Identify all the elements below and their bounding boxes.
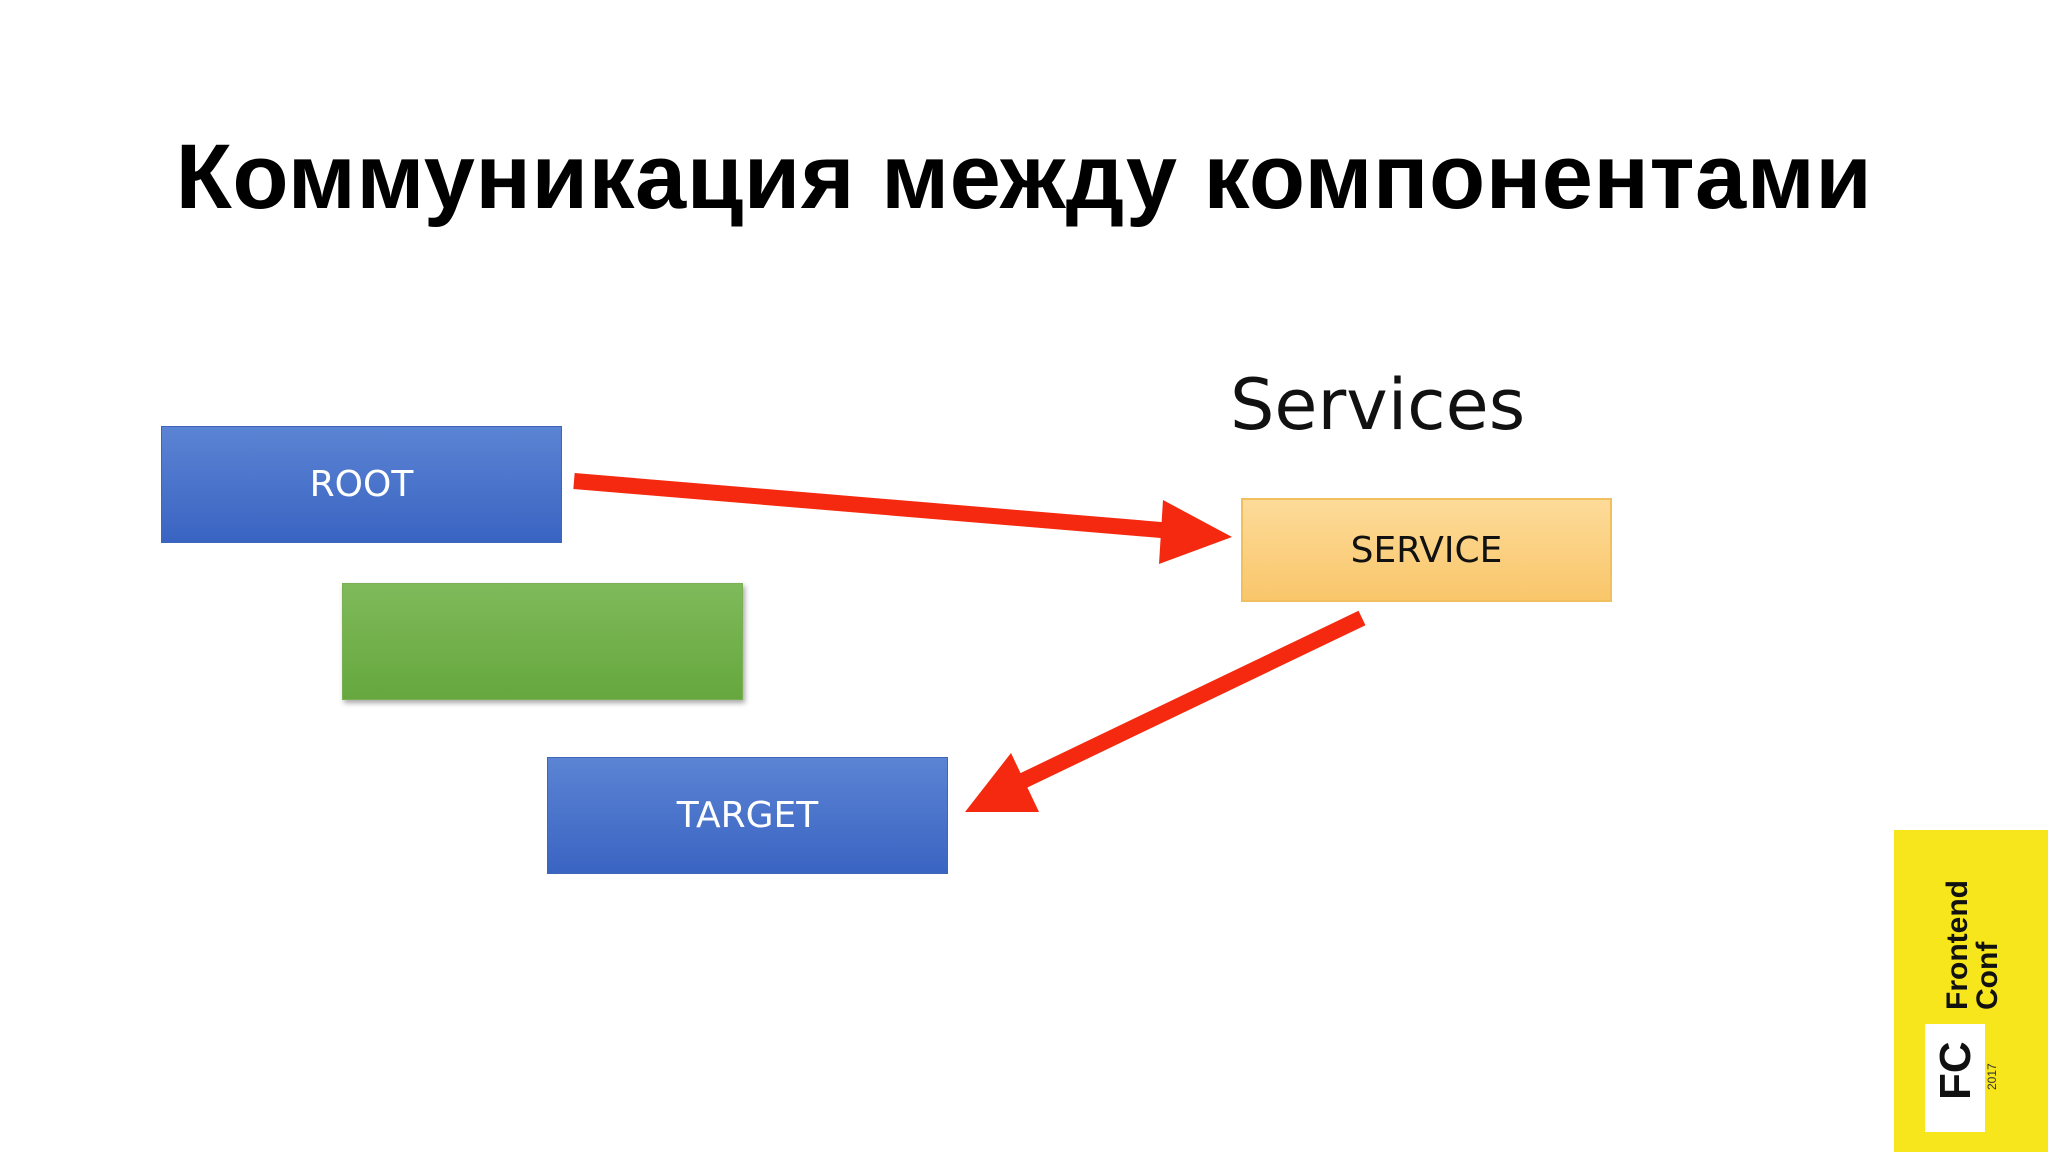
logo-badge — [1925, 1024, 1985, 1132]
root-box-label: ROOT — [309, 464, 414, 505]
service-box-label: SERVICE — [1350, 529, 1503, 571]
logo-initials: FC — [1931, 1041, 1980, 1100]
target-box-label: TARGET — [676, 795, 819, 836]
arrow-service-to-target-shaft — [1006, 610, 1366, 795]
services-label: Services — [1230, 364, 1526, 446]
logo-wordmark: Frontend Conf — [1941, 880, 2004, 1010]
slide-title: Коммуникация между компонентами — [175, 126, 1873, 228]
logo-year: 2017 — [1985, 1063, 1999, 1090]
arrow-root-to-service-head — [1159, 500, 1232, 564]
logo-line-frontend: Frontend — [1941, 880, 1974, 1010]
root-box: ROOT — [161, 426, 562, 543]
service-box: SERVICE — [1241, 498, 1612, 602]
arrow-root-to-service — [573, 473, 1232, 564]
target-box: TARGET — [547, 757, 948, 874]
arrow-root-to-service-shaft — [573, 473, 1186, 540]
arrow-service-to-target — [965, 610, 1366, 812]
middle-component-box — [342, 583, 743, 700]
logo-line-conf: Conf — [1971, 941, 2004, 1010]
arrow-service-to-target-head — [965, 753, 1039, 812]
